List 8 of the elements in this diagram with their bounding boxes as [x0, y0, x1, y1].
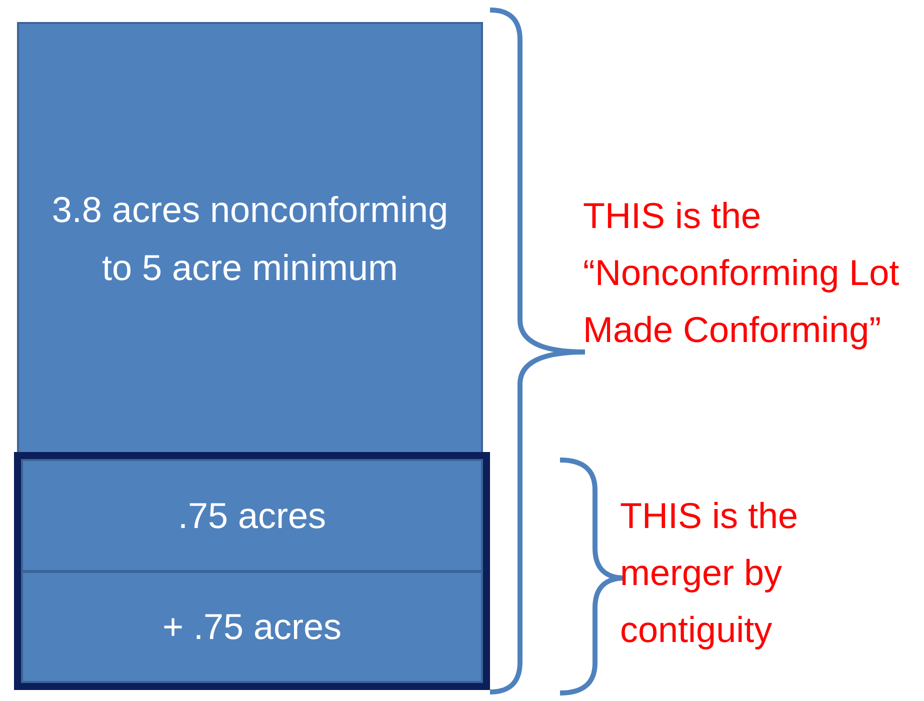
area-label: + .75 acres [162, 605, 342, 650]
merged-lots-outline [14, 452, 490, 690]
lot-box [21, 459, 483, 572]
annotation-text: THIS is the merger by contiguity [620, 494, 800, 652]
area-label: 3.8 acres nonconforming to 5 acre minimum [50, 188, 450, 290]
annotation-text: THIS is the “Nonconforming Lot Made Conforming” [583, 194, 900, 352]
lot-box [21, 571, 483, 683]
area-label: .75 acres [178, 494, 326, 538]
